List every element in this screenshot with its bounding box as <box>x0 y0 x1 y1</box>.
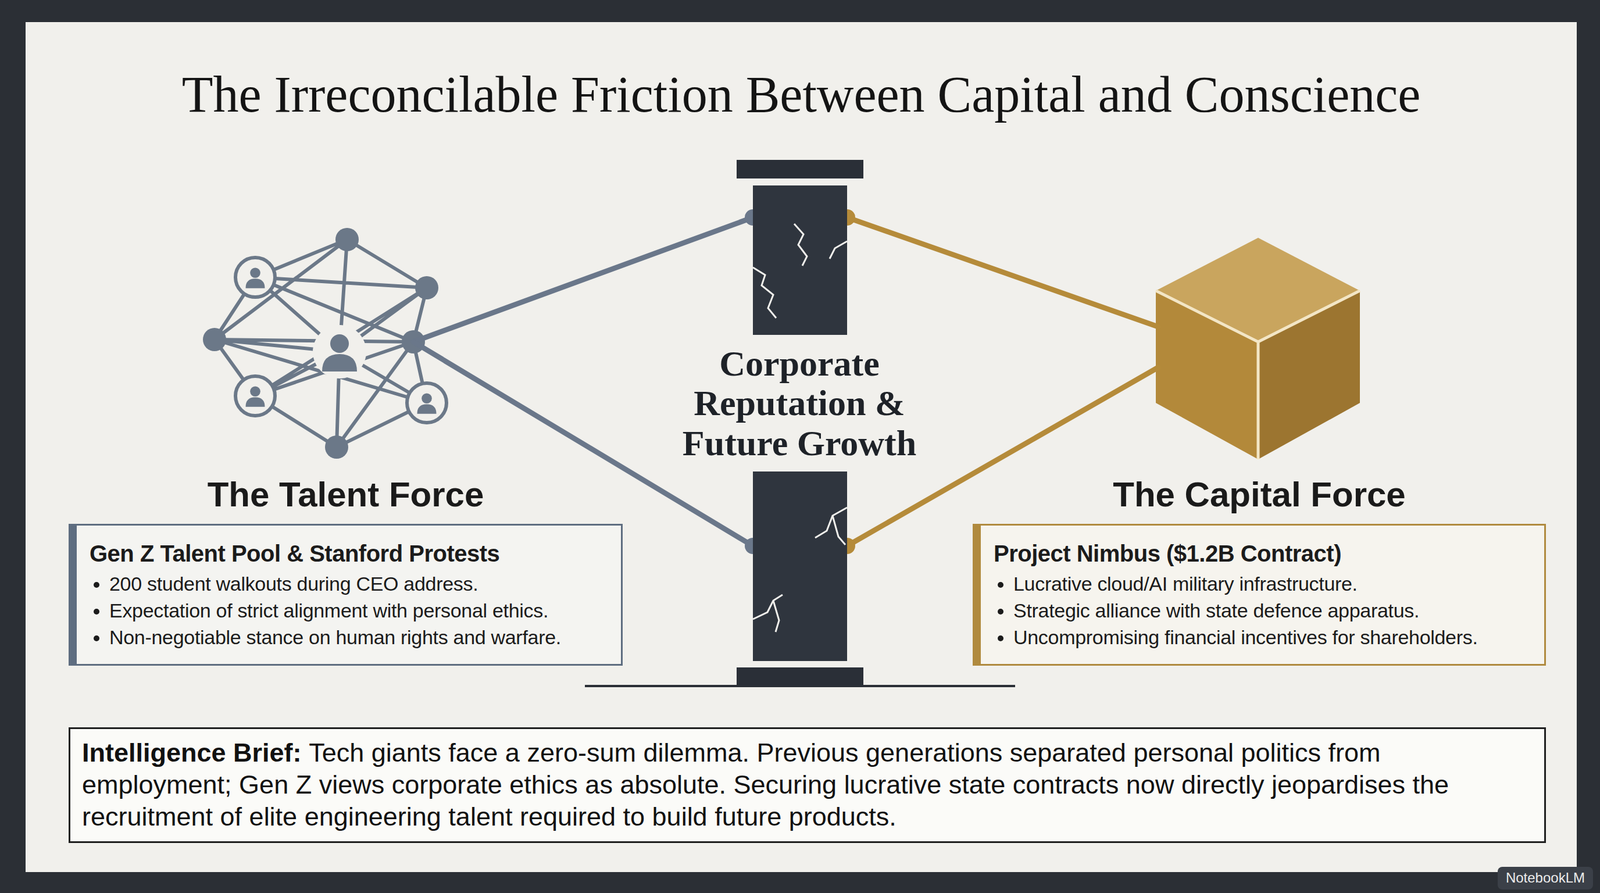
box-heading: Gen Z Talent Pool & Stanford Protests <box>89 538 607 569</box>
pillar-node: Corporate Reputation & Future Growth <box>656 159 942 687</box>
person-node <box>235 257 275 298</box>
cube-icon <box>1155 290 1360 460</box>
bullet-point: Strategic alliance with state defence ap… <box>1013 597 1531 625</box>
info-box: Project Nimbus ($1.2B Contract)Lucrative… <box>972 523 1546 666</box>
bullet-list: Lucrative cloud/AI military infrastructu… <box>993 570 1531 652</box>
crack-line <box>815 507 848 538</box>
bullet-point: 200 student walkouts during CEO address. <box>109 570 607 598</box>
person-node <box>322 334 357 372</box>
force-heading: The Capital Force <box>972 473 1546 516</box>
talent-panel: The Talent ForceGen Z Talent Pool & Stan… <box>68 229 623 666</box>
pillar-block <box>752 185 848 335</box>
person-node <box>312 325 367 379</box>
watermark: NotebookLM <box>1497 866 1594 890</box>
pillar-block <box>736 159 864 179</box>
diagram-title: The Irreconcilable Friction Between Capi… <box>25 65 1577 124</box>
pillar-block <box>752 471 848 662</box>
person-node <box>245 386 266 407</box>
bullet-point: Expectation of strict alignment with per… <box>109 597 607 625</box>
crack-line <box>794 223 807 266</box>
network-dot <box>202 227 439 459</box>
cube-icon <box>1155 237 1360 460</box>
connector-line <box>847 217 1159 327</box>
bullet-point: Uncompromising financial incentives for … <box>1013 624 1531 652</box>
crack-line <box>829 241 848 259</box>
brief-box: Intelligence Brief:Tech giants face a ze… <box>68 727 1546 844</box>
capital-panel: The Capital ForceProject Nimbus ($1.2B C… <box>972 229 1546 666</box>
pillar-shape <box>656 159 942 687</box>
crack-line <box>773 600 780 632</box>
crack-line <box>752 267 777 319</box>
brief-heading: Intelligence Brief: <box>81 737 302 768</box>
pillar-label: Corporate Reputation & Future Growth <box>656 343 942 463</box>
person-node <box>417 393 437 414</box>
force-heading: The Talent Force <box>68 473 623 516</box>
person-node <box>406 383 447 423</box>
network-dot <box>325 435 349 459</box>
box-heading: Project Nimbus ($1.2B Contract) <box>993 538 1531 569</box>
network-dot <box>415 276 439 300</box>
pillar-block <box>736 667 864 687</box>
bullet-point: Non-negotiable stance on human rights an… <box>109 624 607 652</box>
bullet-point: Lucrative cloud/AI military infrastructu… <box>1013 570 1531 598</box>
info-box: Gen Z Talent Pool & Stanford Protests200… <box>68 523 623 666</box>
network-dot <box>202 327 227 352</box>
bullet-list: 200 student walkouts during CEO address.… <box>89 570 607 652</box>
network-dot <box>335 227 359 252</box>
connector-line <box>413 217 753 342</box>
crack-line <box>832 515 846 545</box>
network-link <box>214 239 427 448</box>
network-icon <box>202 227 447 459</box>
person-node <box>235 376 275 416</box>
person-node <box>245 268 266 289</box>
